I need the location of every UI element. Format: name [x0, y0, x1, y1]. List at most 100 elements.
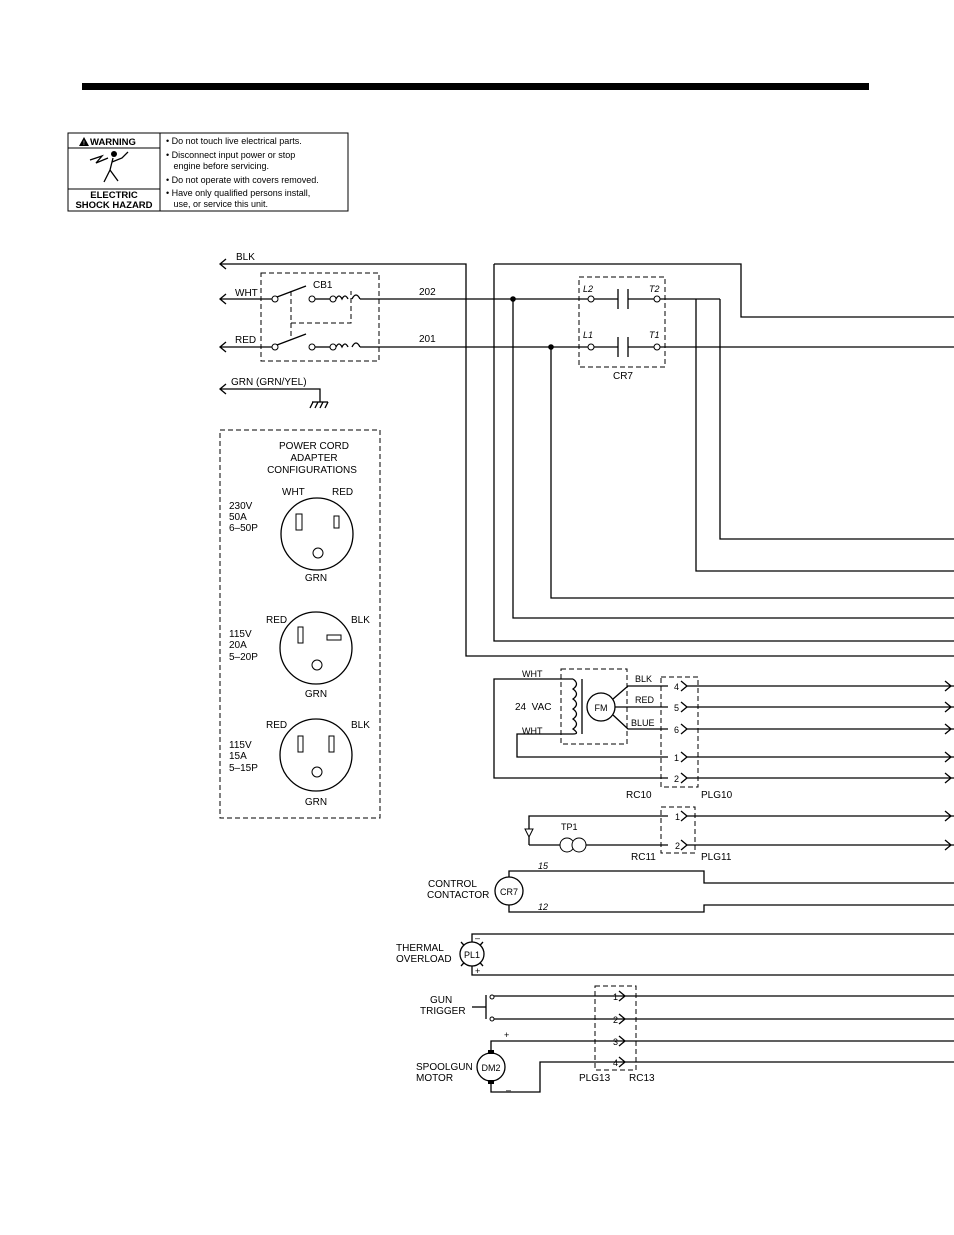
- warning-item: use, or service this unit.: [166, 199, 268, 209]
- plg13-label: PLG13: [579, 1073, 611, 1084]
- l1-label: L1: [583, 330, 593, 340]
- transformer-coil-icon: [571, 678, 578, 735]
- plus-label: +: [504, 1030, 509, 1040]
- rc13-label: RC13: [629, 1073, 655, 1084]
- warning-item: engine before servicing.: [166, 161, 269, 171]
- tp1-label: TP1: [561, 822, 578, 832]
- blk-wire-label: BLK: [635, 674, 652, 684]
- blk-wire: [220, 263, 954, 657]
- terminal-ground-label: GRN: [305, 797, 327, 808]
- thermal-label: THERMAL: [396, 943, 444, 954]
- cr7-label: CR7: [613, 371, 633, 382]
- plg11-label: PLG11: [701, 852, 732, 863]
- fm-label: FM: [595, 703, 608, 713]
- adapter-configurations: POWER CORD ADAPTER CONFIGURATIONS 230V 5…: [219, 429, 381, 819]
- warning-title: WARNING: [90, 137, 136, 148]
- warning-item: • Have only qualified persons install,: [166, 188, 310, 198]
- plus-label: +: [475, 966, 480, 976]
- blk-label: BLK: [236, 252, 255, 263]
- warning-item: • Do not operate with covers removed.: [166, 175, 319, 185]
- terminal-right-label: BLK: [351, 720, 370, 731]
- plug-type-label: 6–50P: [229, 523, 258, 534]
- warning-label: ! WARNING ELECTRIC SHOCK HAZARD • Do not…: [67, 132, 349, 212]
- ground-wire: [220, 388, 321, 402]
- plg10-pins: 4 5 6 1 2: [674, 680, 954, 784]
- svg-text:!: !: [83, 141, 85, 147]
- plug-type-label: 5–20P: [229, 652, 258, 663]
- red-wire-label: RED: [635, 695, 655, 705]
- cb1-label: CB1: [313, 280, 333, 291]
- thermal-overload-circuit: THERMAL OVERLOAD PL1 – +: [396, 933, 954, 976]
- amperage-label: 15A: [229, 751, 247, 762]
- terminal-left-label: WHT: [282, 487, 305, 498]
- voltage-label: 115V: [229, 629, 252, 640]
- terminal-right-label: RED: [332, 487, 353, 498]
- shock-hazard-icon: [89, 151, 129, 183]
- contactor-label: CONTACTOR: [427, 890, 489, 901]
- receptacle-6-50p: 230V 50A 6–50P WHT RED GRN: [229, 487, 354, 584]
- pin-label: 2: [674, 774, 679, 784]
- l2-label: L2: [583, 284, 593, 294]
- t2-label: T2: [649, 284, 660, 294]
- vac-label: 24 VAC: [515, 702, 552, 713]
- overload-label: OVERLOAD: [396, 954, 452, 965]
- control-contactor-circuit: CONTROL CONTACTOR CR7 15 12: [427, 861, 954, 913]
- pin-label: 6: [674, 725, 679, 735]
- output-wires: [493, 263, 954, 642]
- header-rule: [82, 83, 869, 90]
- rc11-label: RC11: [631, 852, 656, 863]
- pin-label: 3: [613, 1037, 618, 1047]
- wht-label: WHT: [235, 288, 258, 299]
- trigger-label: TRIGGER: [420, 1006, 466, 1017]
- adapter-title-3: CONFIGURATIONS: [267, 465, 357, 476]
- terminal-right-label: BLK: [351, 615, 370, 626]
- dm2-label: DM2: [481, 1063, 500, 1073]
- pl1-label: PL1: [464, 950, 480, 960]
- terminal-left-label: RED: [266, 720, 287, 731]
- adapter-title-2: ADAPTER: [290, 453, 337, 464]
- hazard-line-2: SHOCK HAZARD: [75, 200, 152, 211]
- voltage-label: 115V: [229, 740, 252, 751]
- spoolgun-circuit: GUN TRIGGER SPOOLGUN MOTOR DM2 + – 1 2 3…: [416, 985, 954, 1095]
- minus-label: –: [475, 933, 480, 943]
- voltage-label: 230V: [229, 501, 253, 512]
- terminal-ground-label: GRN: [305, 573, 327, 584]
- adapter-title-1: POWER CORD: [279, 441, 349, 452]
- wht-top-label: WHT: [522, 669, 543, 679]
- pin-label: 2: [613, 1015, 618, 1025]
- receptacle-5-15p: 115V 15A 5–15P RED BLK GRN: [229, 718, 370, 808]
- hazard-line-1: ELECTRIC: [90, 190, 138, 201]
- wire-12-label: 12: [538, 902, 548, 912]
- wht-bottom-label: WHT: [522, 726, 543, 736]
- grn-label: GRN (GRN/YEL): [231, 377, 307, 388]
- ground-icon: [309, 401, 329, 409]
- t1-label: T1: [649, 330, 660, 340]
- amperage-label: 20A: [229, 640, 247, 651]
- pin-label: 1: [613, 992, 618, 1002]
- rc10-label: RC10: [626, 790, 652, 801]
- plg10-label: PLG10: [701, 790, 733, 801]
- warning-item: • Disconnect input power or stop: [166, 150, 295, 160]
- gun-label: GUN: [430, 995, 452, 1006]
- fan-motor-circuit: WHT 24 VAC WHT FM BLK RED BLUE 4 5 6 1 2: [493, 668, 954, 801]
- minus-label: –: [506, 1085, 511, 1095]
- control-label: CONTROL: [428, 879, 477, 890]
- warning-triangle-icon: [79, 137, 89, 146]
- receptacle-5-20p: 115V 20A 5–20P RED BLK GRN: [229, 611, 370, 700]
- wire-15-label: 15: [538, 861, 549, 871]
- pin-label: 1: [674, 753, 679, 763]
- wire-202-label: 202: [419, 287, 436, 298]
- input-section: BLK WHT RED CB1 202 201: [218, 252, 954, 657]
- cr7-contactor-contacts: L2 T2 L1 T1 CR7: [578, 276, 666, 382]
- amperage-label: 50A: [229, 512, 247, 523]
- blue-wire-label: BLUE: [631, 718, 655, 728]
- pin-label: 5: [674, 703, 679, 713]
- trigger-switch-icon: [472, 994, 495, 1022]
- wire-201-label: 201: [419, 334, 436, 345]
- motor-label: MOTOR: [416, 1073, 453, 1084]
- pin-label: 4: [674, 682, 679, 692]
- red-label: RED: [235, 335, 256, 346]
- terminal-ground-label: GRN: [305, 689, 327, 700]
- pin-label: 1: [675, 812, 680, 822]
- pin-label: 4: [613, 1058, 618, 1068]
